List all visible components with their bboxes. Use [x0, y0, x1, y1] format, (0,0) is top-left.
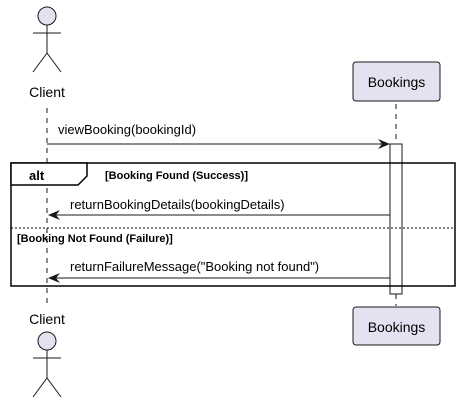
client-actor-icon-bottom [32, 331, 62, 398]
bookings-label-top: Bookings [368, 74, 426, 90]
bookings-activation-bar [389, 143, 403, 295]
return-details-label: returnBookingDetails(bookingDetails) [70, 197, 285, 212]
client-actor-icon [32, 6, 62, 73]
alt-operator-label: alt [29, 168, 45, 183]
guard-failure: [Booking Not Found (Failure)] [17, 233, 173, 245]
bookings-box-top [352, 61, 441, 102]
alt-fragment-frame [10, 162, 456, 287]
alt-operator-tab [10, 162, 88, 186]
guard-success: [Booking Found (Success)] [105, 170, 248, 182]
bookings-box-bottom [352, 306, 441, 346]
bookings-label-bottom: Bookings [368, 319, 426, 335]
client-label-bottom: Client [29, 311, 65, 327]
client-label-top: Client [29, 84, 65, 100]
return-failure-label: returnFailureMessage("Booking not found"… [70, 259, 319, 274]
view-booking-label: viewBooking(bookingId) [58, 122, 196, 137]
